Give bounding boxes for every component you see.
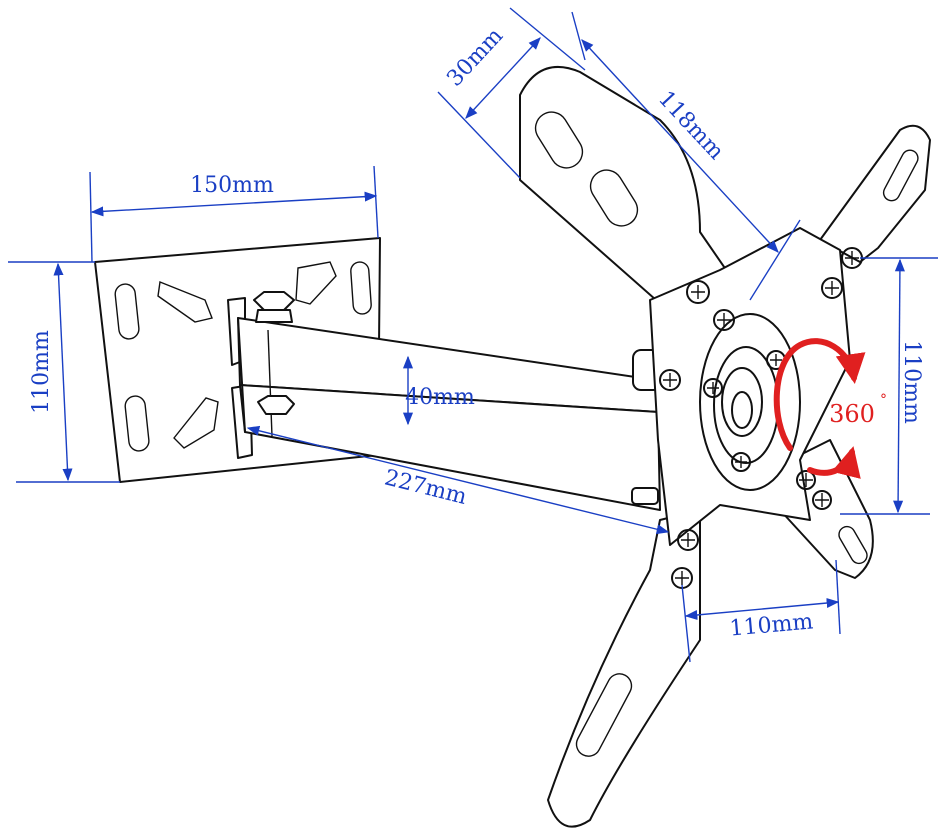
dim-label-wall-plate-width: 150mm <box>190 173 274 198</box>
rotation-indicator: 360 ° <box>773 338 887 479</box>
dim-label-wall-plate-height: 110mm <box>29 330 54 414</box>
dim-label-bracket-width: 30mm <box>442 23 508 91</box>
dim-label-arm-height: 40mm <box>405 385 475 410</box>
dim-label-vesa-vertical: 110mm <box>899 340 924 424</box>
dim-label-vesa-horizontal: 110mm <box>729 609 815 641</box>
dimension-lines <box>8 7 938 663</box>
vesa-plate <box>519 66 931 828</box>
rotation-label: 360 <box>829 400 875 428</box>
rotation-degree-symbol: ° <box>880 392 887 408</box>
